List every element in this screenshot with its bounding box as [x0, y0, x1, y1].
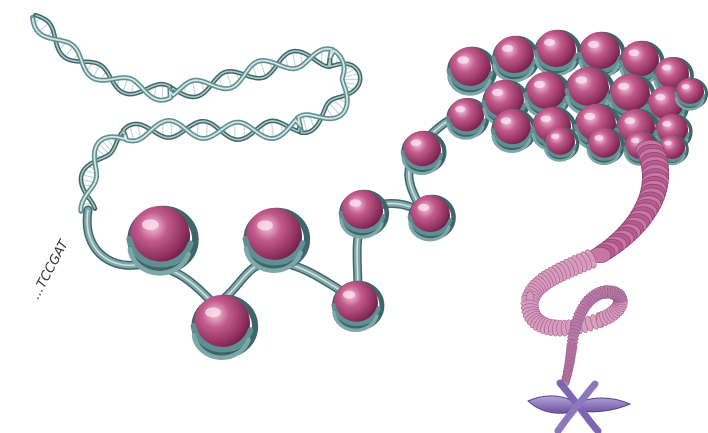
- nucleosome-icon: [341, 190, 387, 237]
- dna-sequence-label: ...TCCGAT: [28, 237, 72, 302]
- nucleosome-cluster: [448, 30, 707, 165]
- histone-highlight: [457, 56, 469, 64]
- dna-base-pair: [227, 72, 232, 88]
- nucleosome-icon: [193, 295, 255, 358]
- histone-highlight: [584, 113, 595, 120]
- nucleosome-icon: [449, 47, 495, 94]
- histone-highlight: [625, 117, 636, 124]
- nucleosome-icon: [334, 281, 382, 330]
- dna-base-pair: [272, 121, 274, 139]
- histone-highlight: [501, 117, 512, 124]
- histone-highlight: [618, 83, 629, 90]
- nucleosome-icon: [410, 195, 454, 240]
- histone-highlight: [588, 41, 599, 48]
- histone-highlight: [544, 39, 555, 46]
- histone-highlight: [343, 291, 355, 299]
- histone-highlight: [594, 135, 603, 141]
- nucleosome-icon: [403, 131, 445, 174]
- chromosome-icon: [528, 383, 630, 431]
- nucleosome-icon: [493, 109, 535, 152]
- histone-highlight: [142, 219, 159, 230]
- histone-highlight: [418, 204, 429, 211]
- nucleosome-icon: [129, 206, 195, 273]
- histone-highlight: [492, 89, 503, 96]
- dna-base-pair: [292, 51, 296, 68]
- histone-highlight: [541, 115, 552, 122]
- nucleosome-icon: [676, 78, 707, 109]
- histone-highlight: [664, 141, 671, 146]
- nucleosome-string: [129, 131, 453, 358]
- nucleosome-icon: [245, 208, 307, 271]
- histone-highlight: [629, 49, 640, 56]
- histone-highlight: [205, 307, 221, 317]
- dna-base-pair: [342, 79, 360, 80]
- histone-highlight: [575, 76, 587, 84]
- chromatin-fiber: [520, 140, 669, 386]
- dna-double-helix-icon: [33, 15, 361, 211]
- nucleosome-icon: [588, 128, 623, 164]
- histone-highlight: [502, 45, 513, 52]
- histone-highlight: [534, 81, 545, 88]
- histone-highlight: [455, 106, 465, 112]
- nucleosome-icon: [494, 36, 538, 81]
- histone-highlight: [411, 139, 422, 146]
- nucleosome-icon: [545, 127, 578, 161]
- histone-highlight: [631, 138, 639, 143]
- histone-highlight: [257, 220, 273, 230]
- histone-highlight: [655, 94, 665, 100]
- nucleosome-icon: [448, 98, 488, 138]
- histone-highlight: [682, 84, 690, 89]
- histone-highlight: [551, 134, 559, 139]
- histone-highlight: [662, 64, 672, 70]
- histone-highlight: [662, 121, 671, 127]
- nucleosome-icon: [536, 30, 580, 75]
- histone-highlight: [349, 199, 361, 207]
